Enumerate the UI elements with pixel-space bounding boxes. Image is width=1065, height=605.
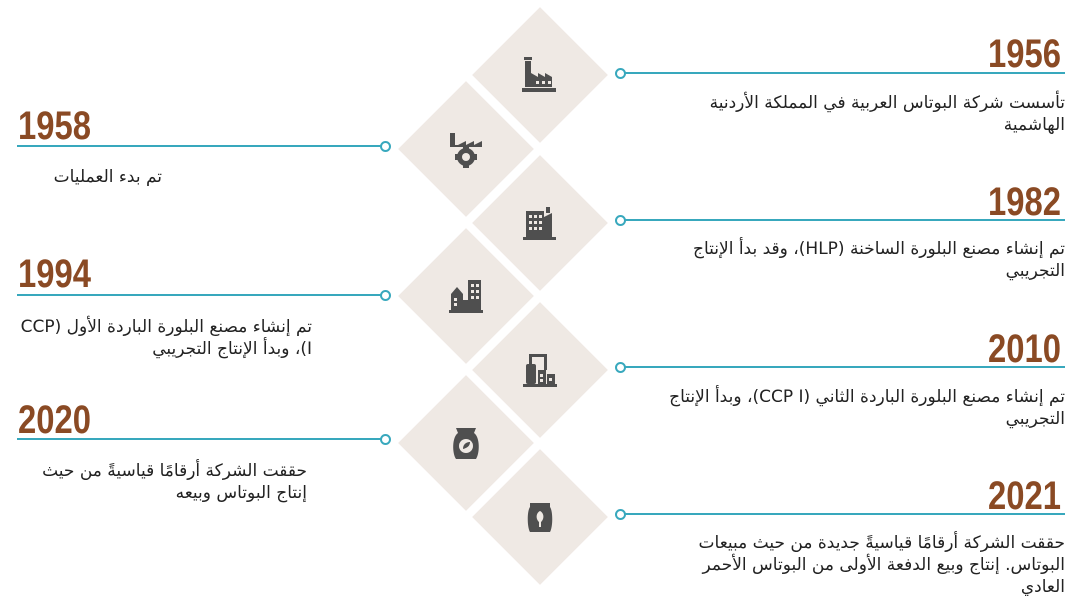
connector-dot-2020 <box>380 434 391 445</box>
connector-dot-1982 <box>615 215 626 226</box>
fertilizer-bag-icon <box>453 428 479 459</box>
year-1982: 1982 <box>988 180 1061 224</box>
city-buildings-icon <box>449 280 483 313</box>
description-1994: تم إنشاء مصنع البلورة الباردة الأول (CCP… <box>20 317 312 359</box>
connector-line-2020 <box>17 438 384 440</box>
connector-line-1982 <box>621 219 1065 221</box>
year-1956: 1956 <box>988 32 1061 76</box>
description-2010: تم إنشاء مصنع البلورة الباردة الثاني (CC… <box>669 387 1065 429</box>
connector-line-2010 <box>621 366 1065 368</box>
connector-line-1994 <box>17 294 384 296</box>
description-1982: تم إنشاء مصنع البلورة الساخنة (HLP)، وقد… <box>693 239 1065 281</box>
connector-dot-2021 <box>615 509 626 520</box>
seed-bag-icon <box>527 503 553 532</box>
connector-dot-1958 <box>380 141 391 152</box>
connector-dot-1956 <box>615 68 626 79</box>
gear-factory-icon <box>450 133 482 168</box>
connector-dot-1994 <box>380 290 391 301</box>
year-2010: 2010 <box>988 327 1061 371</box>
description-2020: حققت الشركة أرقامًا قياسيةً من حيث إنتاج… <box>42 461 307 503</box>
description-1958: تم بدء العمليات <box>53 167 162 187</box>
description-1956: تأسست شركة البوتاس العربية في المملكة ال… <box>709 93 1065 135</box>
description-2021: حققت الشركة أرقامًا قياسيةً جديدة من حيث… <box>698 533 1065 597</box>
year-2020: 2020 <box>18 398 91 442</box>
year-2021: 2021 <box>988 474 1061 518</box>
connector-line-2021 <box>621 513 1065 515</box>
factory-icon <box>522 57 556 92</box>
connector-dot-2010 <box>615 362 626 373</box>
connector-line-1956 <box>621 72 1065 74</box>
connector-line-1958 <box>17 145 384 147</box>
processing-plant-icon <box>523 354 557 387</box>
year-1958: 1958 <box>18 104 91 148</box>
year-1994: 1994 <box>18 252 91 296</box>
plant-building-icon <box>523 207 556 240</box>
